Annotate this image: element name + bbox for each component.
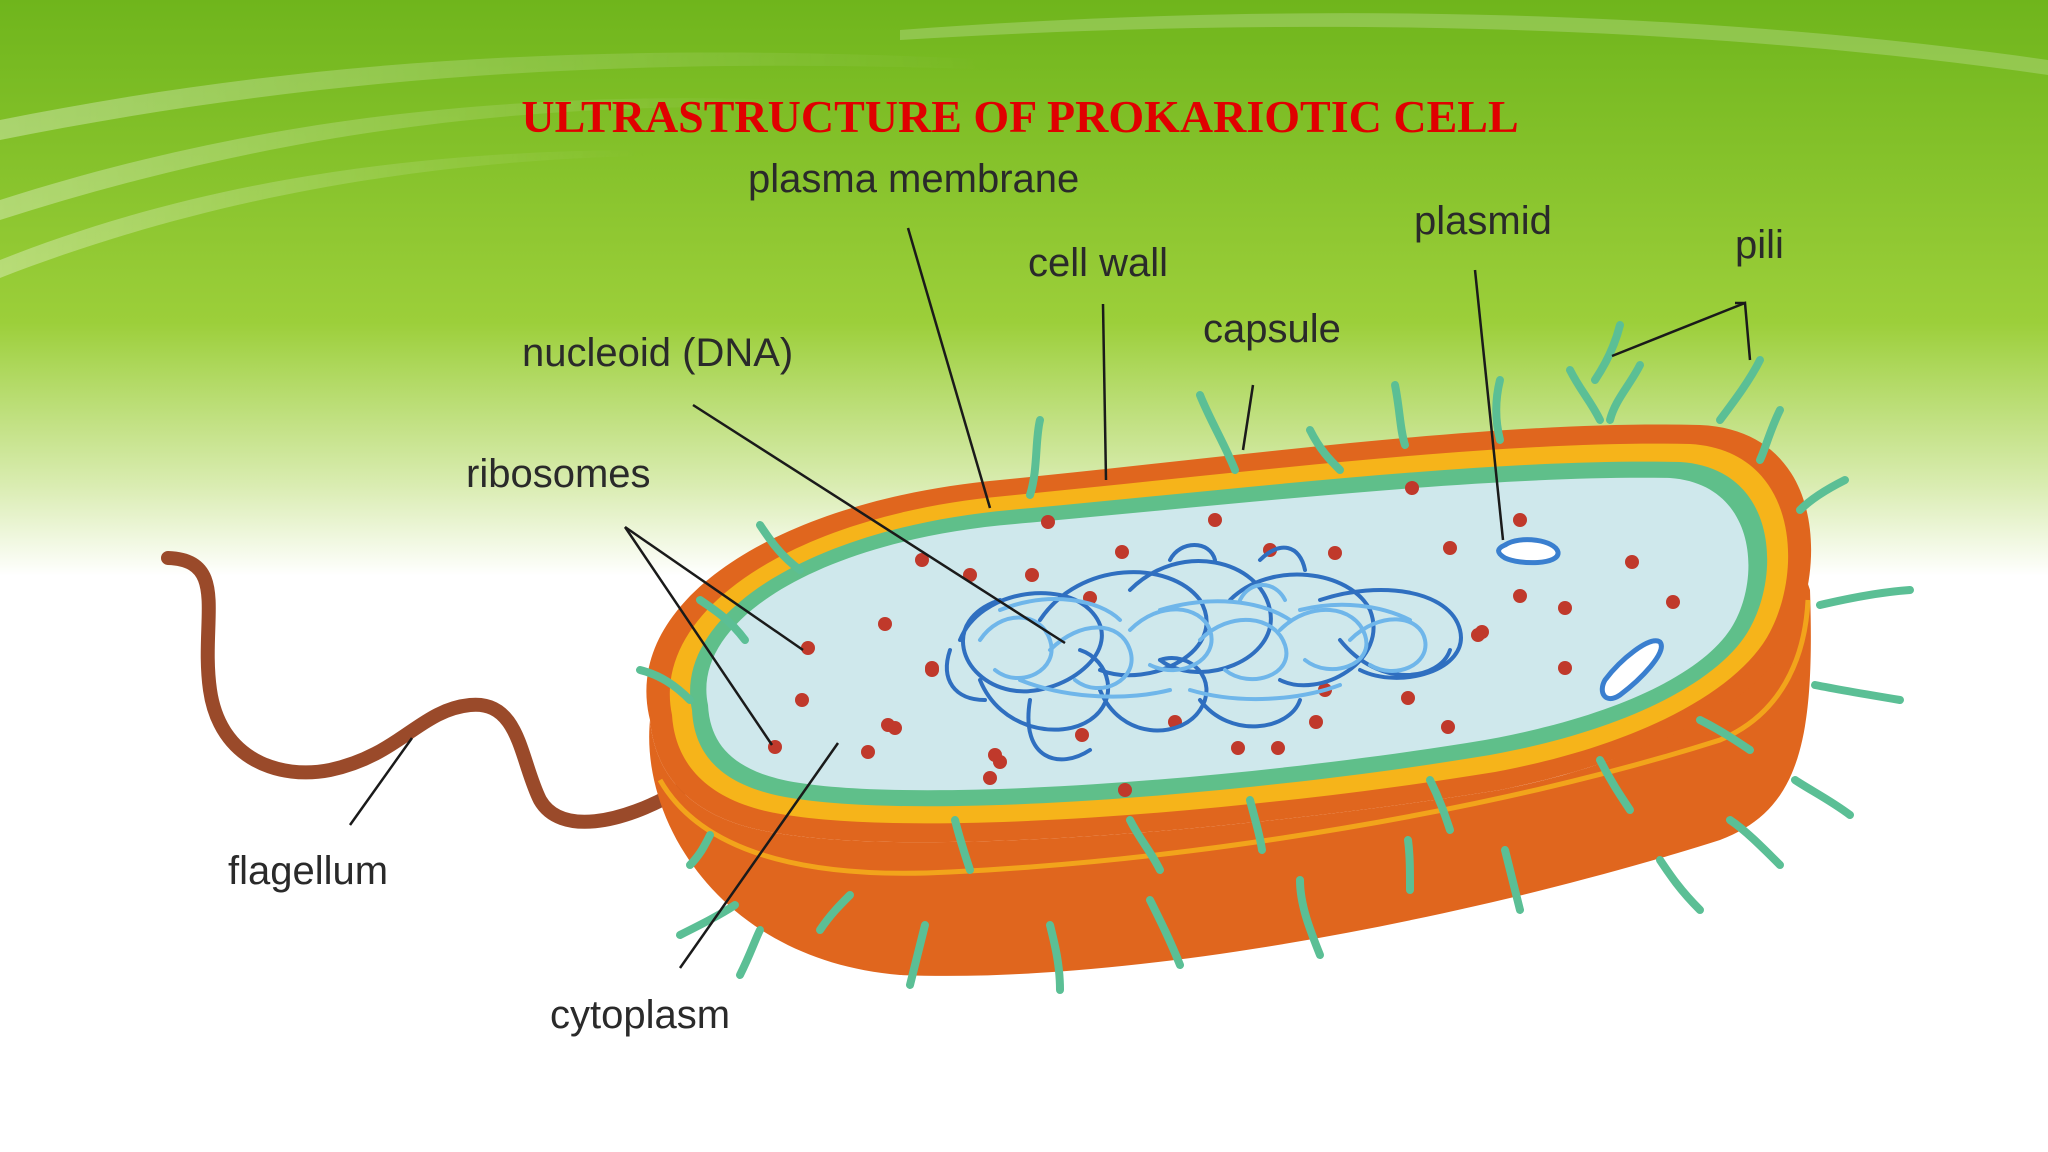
labels: plasma membrane cell wall plasmid pili c… xyxy=(228,157,1784,1037)
plasmid-2 xyxy=(1599,638,1664,702)
plasmids xyxy=(1496,537,1664,702)
leader-nucleoid xyxy=(692,403,1066,645)
nucleoid-dna xyxy=(944,543,1463,762)
slide-title: ULTRASTRUCTURE OF PROKARIOTIC CELL xyxy=(521,91,1518,142)
cell-body xyxy=(646,424,1812,976)
cytoplasm-region xyxy=(706,477,1749,791)
leader-plasmid xyxy=(1473,269,1505,541)
leader-capsule xyxy=(1241,384,1255,451)
leader-cell-wall xyxy=(1101,303,1108,481)
pili xyxy=(636,321,1914,994)
leader-lines xyxy=(348,227,1752,969)
leader-flagellum xyxy=(348,737,414,826)
label-plasmid: plasmid xyxy=(1414,199,1552,243)
label-cytoplasm: cytoplasm xyxy=(550,993,730,1037)
label-capsule: capsule xyxy=(1203,307,1341,351)
label-cell-wall: cell wall xyxy=(1028,241,1168,285)
plasmid-1 xyxy=(1496,537,1561,566)
leader-ribosome-2 xyxy=(623,526,774,746)
label-nucleoid: nucleoid (DNA) xyxy=(522,331,793,375)
label-flagellum: flagellum xyxy=(228,849,388,893)
label-ribosomes: ribosomes xyxy=(466,452,651,496)
background-light-streaks xyxy=(0,13,2048,278)
label-plasma-membrane: plasma membrane xyxy=(748,157,1079,201)
label-pili: pili xyxy=(1735,223,1784,267)
leader-cytoplasm xyxy=(678,742,840,969)
leader-plasma-membrane xyxy=(906,227,992,509)
leader-ribosome-1 xyxy=(624,525,804,652)
